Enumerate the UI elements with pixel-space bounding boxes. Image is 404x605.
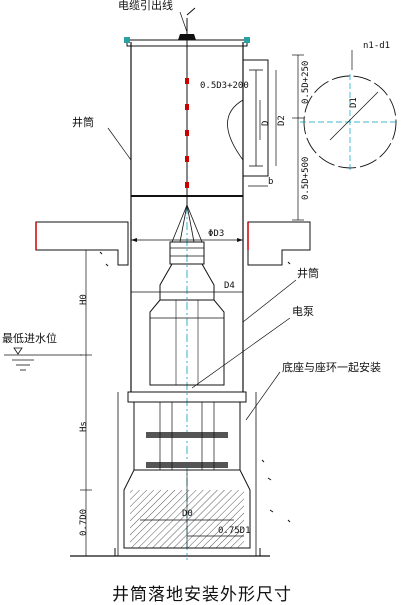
cable bbox=[178, 7, 196, 205]
pump-body bbox=[149, 241, 225, 386]
left-dimension-chain bbox=[80, 249, 92, 557]
discharge-outlet bbox=[227, 59, 269, 177]
flange-detail bbox=[300, 50, 398, 172]
d0-dimension-label: D0 bbox=[182, 509, 193, 519]
phi-d3-dimension: ΦD3 bbox=[208, 229, 225, 239]
d1-dimension: D1 bbox=[349, 97, 359, 108]
well-shaft-label-mid: 井筒 bbox=[297, 267, 319, 280]
b-dimension: b bbox=[268, 177, 274, 187]
right-dimension-chain bbox=[248, 54, 304, 221]
d4-dimension-label: D4 bbox=[224, 281, 235, 291]
seven-d0-dimension: 0.7D0 bbox=[79, 508, 89, 536]
d2-dimension: D2 bbox=[277, 115, 287, 126]
d3-dimension bbox=[131, 238, 243, 242]
half-d-plus-500-dimension: 0.5D+500 bbox=[301, 156, 311, 200]
base-note-label: 底座与座环一起安装 bbox=[282, 361, 381, 374]
ground-slab-left bbox=[35, 221, 129, 266]
d0-dimension bbox=[140, 519, 244, 537]
cable-outlet-label: 电缆引出线 bbox=[118, 0, 173, 12]
leader-lines bbox=[107, 11, 297, 421]
seven-d1-dimension: 0.75D1 bbox=[218, 526, 251, 536]
well-shaft-label-top: 井筒 bbox=[72, 116, 94, 129]
drawing-caption: 井筒落地安装外形尺寸 bbox=[112, 585, 292, 605]
foundation bbox=[70, 251, 291, 557]
half-d-plus-250-dimension: 0.5D+250 bbox=[301, 60, 311, 104]
pump-base bbox=[123, 391, 251, 549]
pump-label: 电泵 bbox=[292, 305, 314, 318]
hs-dimension: Hs bbox=[79, 421, 89, 432]
ground-slab-right bbox=[247, 221, 311, 266]
n1-d1-dimension: n1-d1 bbox=[363, 41, 391, 51]
water-level-symbol bbox=[4, 347, 82, 371]
lifting-cables bbox=[171, 204, 203, 243]
min-water-level-label: 最低进水位 bbox=[2, 332, 57, 345]
d-dimension: D bbox=[261, 120, 271, 126]
h0-dimension: H0 bbox=[79, 294, 89, 305]
half-d3-plus-200-dimension: 0.5D3+200 bbox=[200, 81, 249, 91]
